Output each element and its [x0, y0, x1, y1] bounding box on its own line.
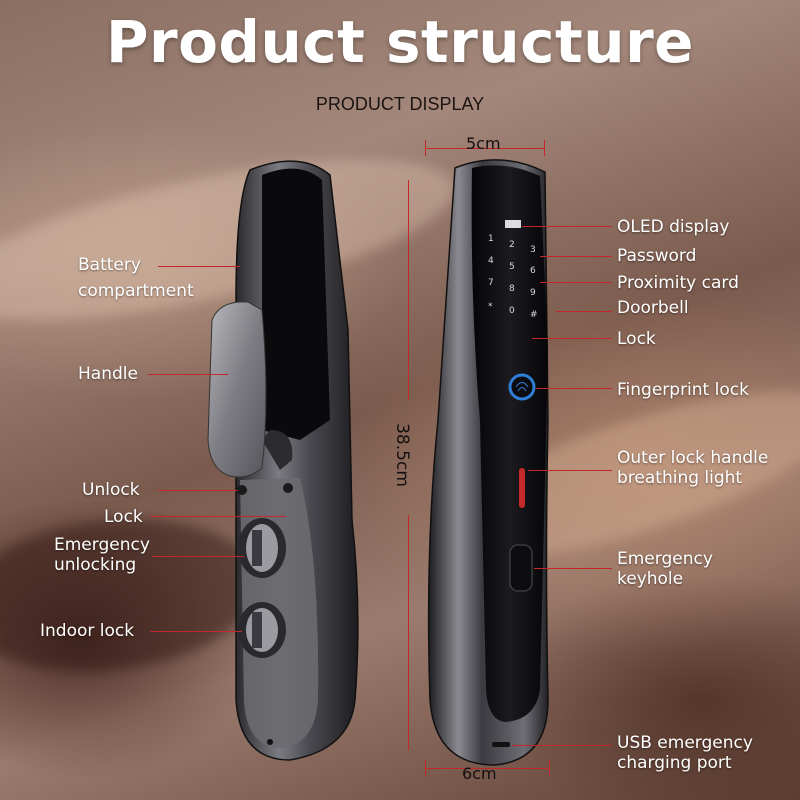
label-emergency-line2: unlocking: [54, 555, 137, 575]
top-width-label: 5cm: [466, 134, 501, 153]
bottom-width-label: 6cm: [462, 764, 497, 783]
leader-indoor-lock: [150, 631, 242, 632]
leader-battery: [158, 266, 240, 267]
emergency-keyhole: [509, 544, 533, 592]
keypad-key: 4: [488, 256, 494, 266]
breathing-light: [519, 468, 525, 508]
bottom-width-tick: [425, 760, 426, 776]
height-label: 38.5cm: [391, 423, 412, 487]
keypad-key: 3: [530, 245, 536, 255]
leader-lock-right: [532, 338, 612, 339]
oled-display: [505, 220, 521, 228]
page-subtitle: PRODUCT DISPLAY: [315, 94, 485, 114]
height-line: [408, 180, 409, 400]
label-usb-line2: charging port: [617, 753, 732, 773]
leader-keyhole: [534, 568, 612, 569]
top-width-tick: [425, 140, 426, 156]
keypad-key: 2: [509, 240, 515, 250]
label-outer-line2: breathing light: [617, 468, 743, 488]
leader-handle: [148, 374, 228, 375]
label-keyhole-line1: Emergency: [617, 549, 713, 569]
unlock-button: [237, 485, 247, 495]
usb-port: [492, 742, 510, 747]
leader-fingerprint: [536, 388, 612, 389]
top-width-line: [425, 148, 545, 149]
height-line: [408, 515, 409, 750]
indoor-lock-body: [235, 160, 359, 761]
lock-button: [283, 483, 293, 493]
keypad-key: 8: [509, 284, 515, 294]
label-doorbell: Doorbell: [617, 298, 689, 318]
label-unlock: Unlock: [82, 480, 140, 500]
keypad-key: #: [530, 310, 538, 320]
label-password: Password: [617, 246, 697, 266]
label-oled: OLED display: [617, 217, 730, 237]
bottom-width-line: [425, 768, 550, 769]
label-usb-line1: USB emergency: [617, 733, 753, 753]
label-emergency-line1: Emergency: [54, 535, 150, 555]
label-battery-line2: compartment: [78, 281, 194, 301]
keypad-key: 5: [509, 262, 515, 272]
indoor-handle: [207, 301, 293, 478]
label-keyhole-line2: keyhole: [617, 569, 684, 589]
label-proximity: Proximity card: [617, 273, 739, 293]
keypad-key: 1: [488, 234, 494, 244]
keypad-key: 7: [488, 278, 494, 288]
label-indoor-lock: Indoor lock: [40, 621, 135, 641]
leader-outer-light: [528, 470, 612, 471]
label-handle: Handle: [78, 364, 138, 384]
label-lock-right: Lock: [617, 329, 656, 349]
leader-unlock: [158, 490, 238, 491]
keypad-key: 6: [530, 266, 536, 276]
outdoor-lock-body: [427, 159, 549, 766]
label-lock-left: Lock: [104, 507, 143, 527]
leader-password: [540, 256, 612, 257]
leader-proximity: [540, 282, 612, 283]
leader-lock-left: [150, 516, 286, 517]
leader-doorbell: [556, 311, 612, 312]
top-width-tick: [544, 140, 545, 156]
keypad-key: 0: [509, 306, 515, 316]
label-fingerprint: Fingerprint lock: [617, 380, 749, 400]
leader-emergency: [152, 556, 244, 557]
leader-usb: [512, 745, 612, 746]
keypad-key: *: [488, 302, 493, 312]
label-outer-line1: Outer lock handle: [617, 448, 769, 468]
leader-oled: [522, 226, 612, 227]
label-battery-line1: Battery: [78, 255, 141, 275]
page-title: Product structure: [105, 8, 695, 76]
bottom-width-tick: [549, 760, 550, 776]
keypad-key: 9: [530, 288, 536, 298]
